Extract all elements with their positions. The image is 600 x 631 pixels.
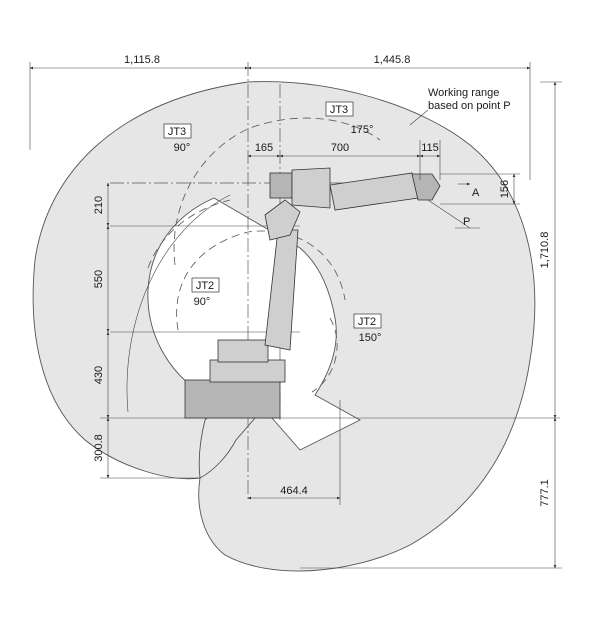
dim-arm-700: 700	[331, 142, 349, 154]
jt3-left-label: JT3	[168, 126, 186, 138]
point-p-label: P	[463, 216, 470, 228]
robot-turntable	[209, 359, 286, 383]
jt2-left-label: JT2	[196, 280, 214, 292]
robot-wrist	[411, 173, 441, 201]
dim-wrist-115: 115	[421, 142, 439, 154]
robot-lower-arm	[264, 229, 299, 351]
jt2-right-box	[353, 313, 382, 329]
robot-body	[184, 167, 441, 419]
dim-left-430: 430	[93, 366, 105, 384]
jt2-right-angle: 150°	[359, 332, 382, 344]
jt3-sweep-arc-left	[173, 117, 381, 266]
working-range-label-2: based on point P	[428, 100, 511, 112]
jt3-sweep-arc-outer	[126, 194, 231, 413]
point-p-leader	[427, 199, 471, 229]
working-range-leader	[409, 109, 429, 126]
dim-top-right: 1,445.8	[374, 54, 411, 66]
jt3-left-box	[163, 123, 192, 139]
jt2-outer-dashed	[147, 199, 231, 269]
jt2-sweep-arc-right	[311, 317, 338, 393]
jt3-top-angle: 175°	[351, 124, 374, 136]
working-range-label-1: Working range	[428, 87, 499, 99]
jt2-right-label: JT2	[358, 316, 376, 328]
point-a-label: A	[472, 187, 480, 199]
robot-base	[184, 379, 281, 419]
dim-right-1710: 1,710.8	[539, 232, 551, 269]
robot-upper-arm-base	[291, 167, 331, 209]
jt2-sweep-arc-inner	[176, 230, 346, 331]
robot-elbow	[264, 199, 301, 241]
jt2-left-box	[191, 277, 220, 293]
dim-left-550: 550	[93, 270, 105, 288]
dim-top-left: 1,115.8	[124, 54, 160, 66]
jt2-left-angle: 90°	[194, 296, 211, 308]
robot-counterweight	[269, 172, 293, 199]
dim-right-777: 777.1	[539, 479, 551, 507]
dim-bottom-464: 464.4	[280, 485, 308, 497]
robot-jt1-housing	[217, 339, 269, 363]
jt3-left-angle: 90°	[174, 142, 191, 154]
dim-left-300: 300.8	[93, 434, 105, 462]
dim-offset-165: 165	[255, 142, 273, 154]
jt3-top-box	[325, 101, 354, 117]
dim-left-210: 210	[93, 196, 105, 214]
jt3-top-label: JT3	[330, 104, 348, 116]
dim-wrist-height-156: 156	[499, 180, 511, 198]
